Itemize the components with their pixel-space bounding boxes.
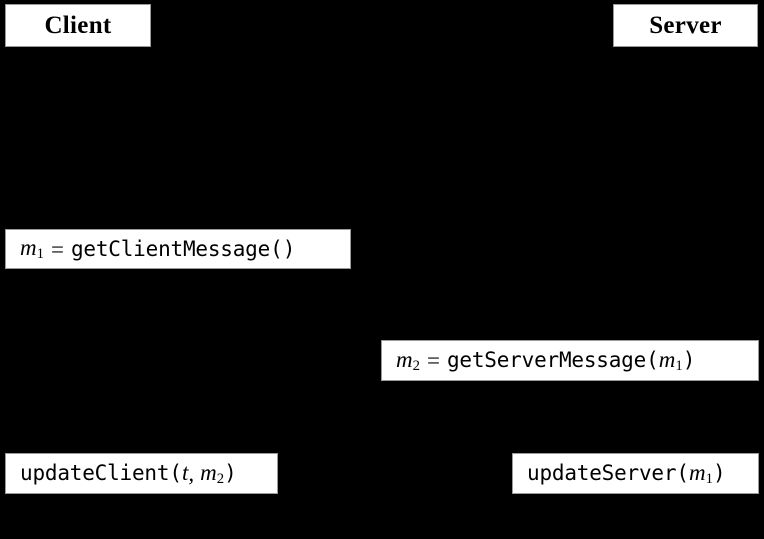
argument-variable: m1 <box>688 459 713 487</box>
message-box-get-client-message[interactable]: m1=getClientMessage() <box>5 229 351 269</box>
message-box-update-server[interactable]: updateServer(m1) <box>512 453 759 494</box>
argument-variable: m2 <box>200 459 225 487</box>
participant-label-client: Client <box>44 12 112 39</box>
argument-variable: m1 <box>658 346 683 374</box>
open-paren: ( <box>270 236 283 261</box>
function-name: updateServer <box>527 461 677 485</box>
argument-variable-subscript: 1 <box>675 357 683 374</box>
participant-box-client[interactable]: Client <box>5 4 151 47</box>
message-box-update-client[interactable]: updateClient(t,m2) <box>5 453 278 494</box>
participant-box-server[interactable]: Server <box>613 4 758 47</box>
open-paren: ( <box>169 461 182 485</box>
assignment-variable: m2 <box>396 346 420 374</box>
argument-variable-subscript: 2 <box>216 470 225 487</box>
function-name: getServerMessage <box>446 348 647 372</box>
close-paren: ) <box>712 461 726 485</box>
close-paren: ) <box>682 348 696 372</box>
open-paren: ( <box>646 348 659 372</box>
equals-sign: = <box>50 236 64 262</box>
function-name: updateClient <box>20 461 170 485</box>
close-paren: ) <box>282 236 296 261</box>
message-box-get-server-message[interactable]: m2=getServerMessage(m1) <box>381 340 759 381</box>
assignment-variable-subscript: 1 <box>36 246 44 263</box>
open-paren: ( <box>676 461 689 485</box>
participant-label-server: Server <box>649 12 722 39</box>
function-name: getClientMessage <box>70 236 271 261</box>
argument-variable-subscript: 1 <box>705 470 713 487</box>
close-paren: ) <box>224 461 237 485</box>
argument-variable: t <box>181 459 189 485</box>
assignment-variable-subscript: 2 <box>412 357 420 374</box>
argument-separator: , <box>188 461 195 486</box>
equals-sign: = <box>426 348 440 373</box>
assignment-variable: m1 <box>20 235 44 263</box>
